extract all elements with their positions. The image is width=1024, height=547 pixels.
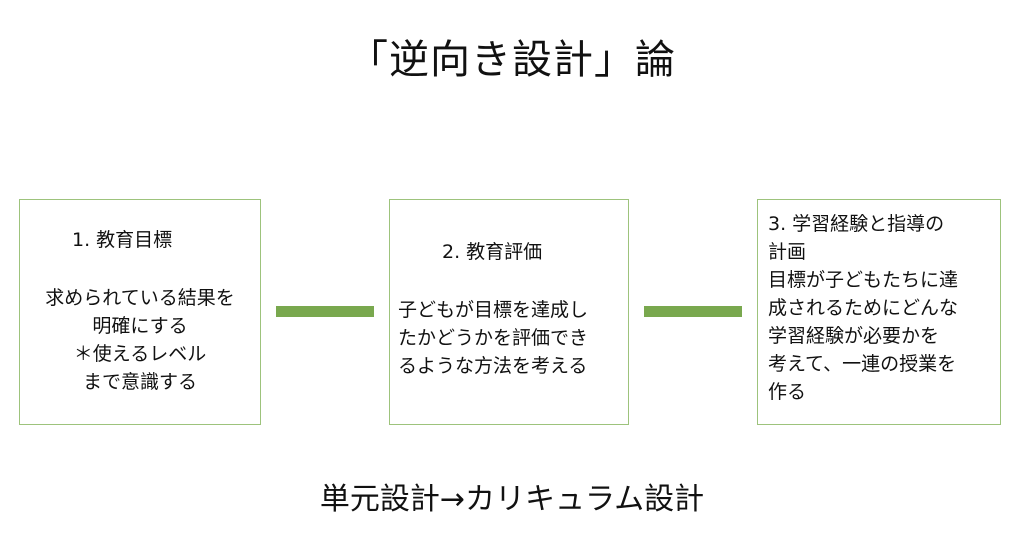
footer-caption: 単元設計→カリキュラム設計: [319, 482, 705, 517]
step-description-line: るような方法を考える: [398, 355, 588, 377]
step-description-line: 子どもが目標を達成し: [398, 299, 589, 321]
step-description-line: たかどうかを評価でき: [398, 327, 589, 349]
step-description: 計画 目標が子どもたちに達 成されるためにどんな 学習経験が必要かを 考えて、一…: [768, 238, 958, 406]
step-description-line: 明確にする: [92, 315, 188, 337]
step-description-line: 求められている結果を: [45, 287, 235, 309]
step-description-line: 考えて、一連の授業を: [768, 353, 957, 375]
step-description: 子どもが目標を達成し たかどうかを評価でき るような方法を考える: [398, 296, 588, 380]
step-box-learning-plan: 3. 学習経験と指導の 計画 目標が子どもたちに達 成されるためにどんな 学習経…: [757, 199, 1001, 425]
connector-line: [644, 306, 742, 317]
step-box-educational-evaluation: 2. 教育評価 子どもが目標を達成し たかどうかを評価でき るような方法を考える: [389, 199, 629, 425]
step-description-line: 目標が子どもたちに達: [768, 269, 959, 291]
step-description-line: 計画: [768, 241, 807, 263]
step-description-line: まで意識する: [82, 371, 197, 393]
page-title: 「逆向き設計」論: [348, 37, 676, 83]
step-description: 求められている結果を 明確にする ＊使えるレベル まで意識する: [20, 284, 260, 396]
step-description-line: ＊使えるレベル: [73, 343, 207, 365]
step-description-line: 学習経験が必要かを: [768, 325, 940, 347]
step-description-line: 作る: [768, 381, 807, 403]
step-box-educational-goals: 1. 教育目標 求められている結果を 明確にする ＊使えるレベル まで意識する: [19, 199, 261, 425]
step-heading: 1. 教育目標: [72, 229, 173, 251]
connector-line: [276, 306, 374, 317]
step-heading: 3. 学習経験と指導の: [768, 213, 945, 235]
step-description-line: 成されるためにどんな: [768, 297, 959, 319]
step-heading: 2. 教育評価: [442, 241, 543, 263]
